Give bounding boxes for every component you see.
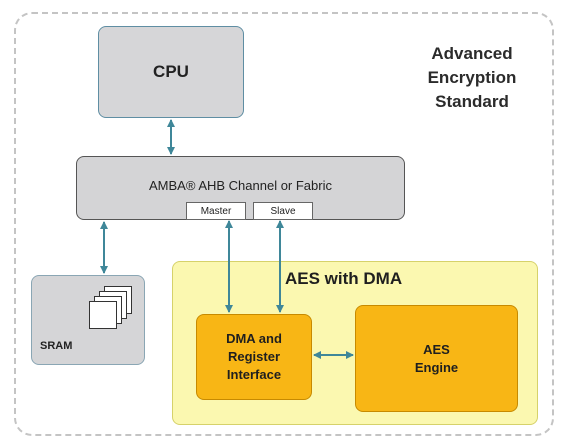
ahb-bus-block: AMBA® AHB Channel or Fabric Master Slave	[76, 156, 405, 220]
engine-label-line-1: AES	[423, 341, 450, 357]
diagram-title: Advanced Encryption Standard	[398, 42, 546, 114]
title-line-2: Encryption	[427, 68, 517, 87]
title-line-3: Standard	[435, 92, 509, 111]
aes-engine-block: AES Engine	[355, 305, 518, 412]
slave-port-label: Slave	[270, 205, 296, 217]
engine-label-line-2: Engine	[414, 359, 459, 375]
outer-dashed-frame	[14, 12, 554, 436]
dma-register-interface-block: DMA and Register Interface	[196, 314, 312, 400]
title-line-1: Advanced	[431, 44, 513, 63]
ahb-bus-label: AMBA® AHB Channel or Fabric	[149, 178, 332, 193]
aes-with-dma-title: AES with DMA	[285, 269, 403, 288]
dma-label-line-3: Interface	[226, 367, 282, 382]
memory-chip-icon	[89, 301, 117, 329]
dma-label-line-2: Register	[227, 349, 281, 364]
cpu-label: CPU	[153, 62, 189, 81]
cpu-block: CPU	[98, 26, 244, 118]
slave-port: Slave	[253, 202, 313, 220]
sram-label: SRAM	[40, 340, 73, 352]
dma-label-line-1: DMA and	[226, 331, 282, 346]
master-port-label: Master	[200, 205, 232, 217]
master-port: Master	[186, 202, 246, 220]
sram-block: SRAM	[31, 275, 145, 365]
